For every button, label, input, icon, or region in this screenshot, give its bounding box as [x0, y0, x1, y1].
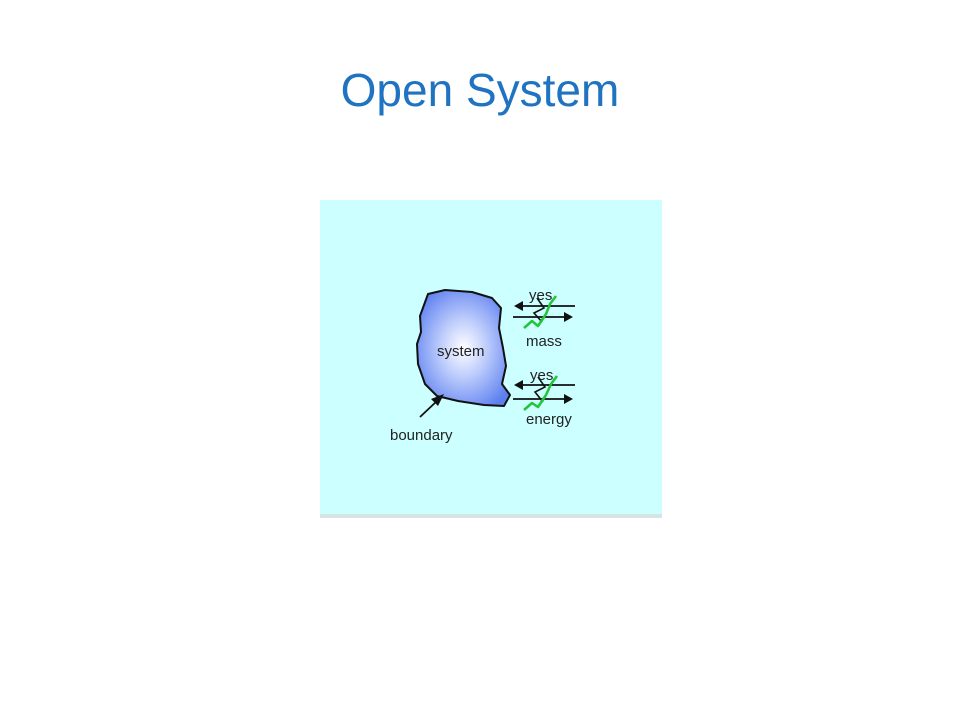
energy-arrow-out-head: [564, 394, 573, 404]
boundary-label: boundary: [390, 427, 453, 444]
panel-bottom-edge: [320, 514, 662, 518]
open-system-figure: system boundary yes mass yes energy: [320, 200, 662, 518]
slide-title: Open System: [340, 64, 620, 116]
energy-label: energy: [526, 411, 572, 428]
energy-squiggle: [523, 375, 558, 411]
boundary-arrow-head: [431, 394, 444, 406]
system-shape: [416, 289, 511, 407]
mass-arrow-in-head: [514, 301, 523, 311]
energy-crossing-mark: [533, 376, 547, 403]
system-label: system: [437, 343, 485, 360]
mass-arrow-out-head: [564, 312, 573, 322]
open-system-diagram: system boundary yes mass yes energy: [320, 287, 662, 518]
mass-squiggle: [523, 295, 557, 329]
mass-crossing-mark: [532, 297, 546, 323]
mass-label: mass: [526, 333, 562, 350]
mass-answer: yes: [529, 287, 552, 304]
energy-arrow-in-head: [514, 380, 523, 390]
energy-answer: yes: [530, 367, 553, 384]
